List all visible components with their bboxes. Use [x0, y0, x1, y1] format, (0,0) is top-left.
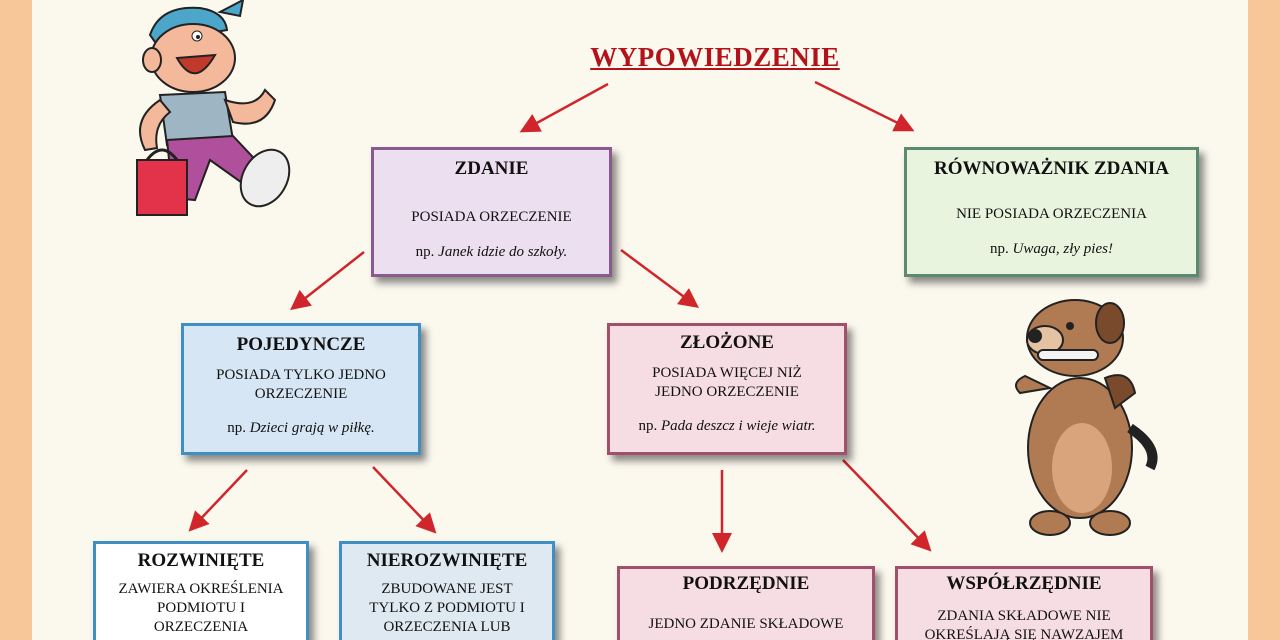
node-heading: PODRZĘDNIE	[682, 573, 810, 594]
example-text: Uwaga, zły pies!	[1012, 241, 1113, 257]
example-text: Dzieci grają w piłkę.	[249, 420, 375, 436]
example-prefix: np.	[638, 418, 658, 434]
dog-illustration	[1015, 299, 1158, 536]
node-example: np. Janek idzie do szkoły.	[374, 244, 609, 261]
node-description-line1: POSIADA TYLKO JEDNO	[216, 367, 386, 383]
boy-illustration	[136, 0, 291, 216]
node-zlozone: ZŁOŻONE POSIADA WIĘCEJ NIŻ JEDNO ORZECZE…	[607, 323, 847, 455]
node-description-line1: ZAWIERA OKREŚLENIA	[118, 581, 284, 597]
node-example: np. Pada deszcz i wieje wiatr.	[610, 418, 844, 435]
arrow-title-rownowaznik	[814, 80, 915, 132]
node-heading: ROZWINIĘTE	[137, 550, 265, 571]
example-text: Janek idzie do szkoły.	[438, 244, 568, 260]
example-prefix: np.	[415, 244, 435, 260]
arrow-title-zdanie	[519, 82, 609, 133]
node-description: POSIADA ORZECZENIE	[411, 209, 572, 225]
arrow-zdanie-zlozone	[620, 248, 700, 308]
node-example: np. Uwaga, zły pies!	[907, 241, 1196, 258]
node-description-line2: PODMIOTU I	[157, 600, 245, 616]
node-rozwiniete: ROZWINIĘTE ZAWIERA OKREŚLENIA PODMIOTU I…	[93, 541, 309, 640]
arrow-pojedyncze-nierozwiniete	[372, 466, 437, 534]
node-heading: WSPÓŁRZĘDNIE	[946, 573, 1102, 594]
node-description-line2: OKREŚLAJĄ SIĘ NAWZAJEM	[924, 627, 1124, 640]
node-pojedyncze: POJEDYNCZE POSIADA TYLKO JEDNO ORZECZENI…	[181, 323, 421, 455]
node-description-line1: ZDANIA SKŁADOWE NIE	[937, 608, 1111, 624]
node-description-line1: POSIADA WIĘCEJ NIŻ	[652, 365, 802, 381]
node-description-line2: JEDNO ORZECZENIE	[655, 384, 799, 400]
node-example: np. Dzieci grają w piłkę.	[184, 420, 418, 437]
arrow-zlozone-wspolrzednie	[842, 459, 932, 552]
node-podrzednie: PODRZĘDNIE JEDNO ZDANIE SKŁADOWE	[617, 566, 875, 640]
node-description-line2: TYLKO Z PODMIOTU I	[369, 600, 525, 616]
node-heading: ZŁOŻONE	[680, 332, 774, 353]
node-description-line1: JEDNO ZDANIE SKŁADOWE	[648, 616, 844, 632]
node-wspolrzednie: WSPÓŁRZĘDNIE ZDANIA SKŁADOWE NIE OKREŚLA…	[895, 566, 1153, 640]
node-zdanie: ZDANIE POSIADA ORZECZENIE np. Janek idzi…	[371, 147, 612, 277]
node-heading: RÓWNOWAŻNIK ZDANIA	[934, 158, 1169, 179]
arrow-zdanie-pojedyncze	[290, 251, 365, 311]
node-heading: ZDANIE	[454, 158, 529, 179]
node-heading: NIEROZWINIĘTE	[366, 550, 528, 571]
node-nierozwiniete: NIEROZWINIĘTE ZBUDOWANE JEST TYLKO Z POD…	[339, 541, 555, 640]
node-description: NIE POSIADA ORZECZENIA	[956, 206, 1147, 222]
node-description-line1: ZBUDOWANE JEST	[381, 581, 513, 597]
example-text: Pada deszcz i wieje wiatr.	[660, 418, 816, 434]
diagram-title: WYPOWIEDZENIE	[590, 42, 840, 72]
arrow-pojedyncze-rozwiniete	[188, 469, 248, 532]
node-description-line2: ORZECZENIE	[254, 386, 348, 402]
node-rownowaznik: RÓWNOWAŻNIK ZDANIA NIE POSIADA ORZECZENI…	[904, 147, 1199, 277]
node-description-line3: ORZECZENIA	[153, 619, 249, 635]
node-heading: POJEDYNCZE	[236, 334, 366, 355]
example-prefix: np.	[227, 420, 246, 436]
example-prefix: np.	[990, 241, 1009, 257]
node-description-line3: ORZECZENIA LUB	[383, 619, 511, 635]
